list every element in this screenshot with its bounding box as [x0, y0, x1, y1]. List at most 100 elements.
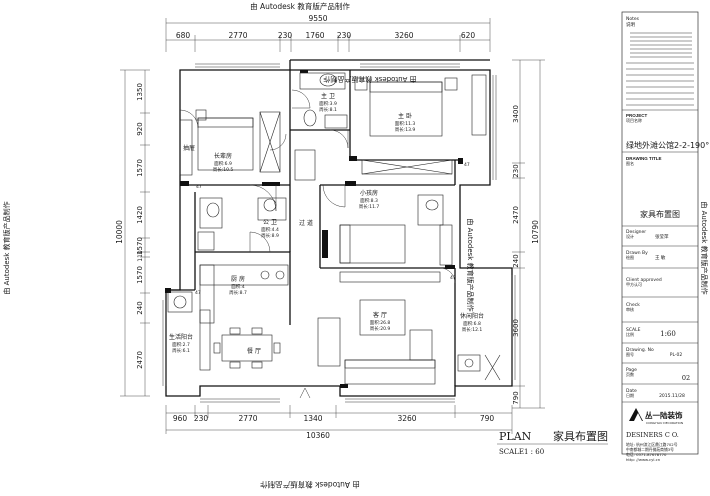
dim-right-0: 3400 [512, 105, 520, 123]
top-dimensions: 9550 680 2770 230 1760 230 3260 620 [165, 14, 491, 52]
dim-top-1: 2770 [228, 31, 247, 40]
dim-right-total: 10790 [531, 220, 540, 244]
room-public-bath-name: 公 卫 [263, 219, 277, 226]
sink-icon [263, 198, 277, 212]
tb-project-name: 绿地外滩公馆2-2-190° [626, 140, 709, 150]
sofa-icon [344, 359, 436, 385]
watermark-plan-right: 由 Autodesk 教育版产品制作 [466, 218, 475, 311]
sink-icon [319, 73, 337, 87]
room-service-balcony-perim: 周长:6.1 [172, 347, 190, 354]
watermark-bottom: 由 Autodesk 教育版产品制作 [260, 480, 360, 490]
tb-designer: 张莹萍 [655, 233, 669, 240]
dim-left-6: 1570 [136, 266, 144, 284]
room-elder-area: 面积:6.9 [214, 160, 232, 167]
room-labels: 主 卫 面积:3.9 周长:8.1 主 卧 面积:11.3 周长:13.9 长辈… [169, 92, 484, 355]
plan-title-cn: 家具布置图 [553, 429, 608, 443]
room-master-bath-perim: 周长:8.1 [319, 106, 337, 113]
tb-notes-label: Notes [626, 16, 640, 22]
mark-47-b: 47 [464, 162, 470, 168]
title-block: Notes 说明 PROJECT 项目名称 绿地外滩公馆2-2-190° DRA… [621, 11, 709, 462]
room-elder-name: 长辈房 [214, 152, 232, 160]
room-living-name: 客 厅 [373, 311, 387, 319]
dim-top-0: 680 [176, 31, 191, 40]
room-kid-perim: 周长:11.7 [359, 203, 380, 210]
dim-top-5: 3260 [394, 31, 413, 40]
dim-left-total: 10000 [115, 220, 124, 244]
room-elder-perim: 周长:10.5 [213, 166, 234, 173]
tb-page-label: Page [626, 367, 637, 373]
tb-designer-label: Designer [626, 229, 646, 235]
room-service-balcony-name: 生活阳台 [169, 333, 193, 341]
room-master-bath-name: 主 卫 [321, 92, 335, 100]
tb-project-label: PROJECT [626, 113, 648, 118]
dim-right-1: 230 [512, 164, 520, 177]
watermark-top: 由 Autodesk 教育版产品制作 [250, 1, 350, 11]
mark-47-a: 47 [196, 184, 202, 190]
room-kitchen-area: 面积:4 [231, 283, 245, 290]
toilet-icon [303, 109, 317, 127]
dim-right-4: 3600 [512, 319, 520, 337]
dim-right-2: 2470 [512, 206, 520, 224]
room-leisure-balcony-area: 面积:6.8 [463, 320, 481, 327]
left-dimensions: 10000 1350 920 1570 1420 1570 110 1570 2… [115, 69, 150, 397]
dim-right-3: 240 [512, 254, 520, 267]
dim-left-1: 920 [136, 122, 144, 135]
room-living-perim: 周长:20.9 [370, 325, 391, 332]
tb-project-cn: 项目名称 [626, 117, 642, 123]
dim-bottom-2: 2770 [238, 414, 257, 423]
tb-check-label: Check [626, 302, 640, 308]
room-public-bath-perim: 周长:8.9 [261, 232, 279, 239]
tb-notes-lines [626, 32, 694, 106]
dim-bottom-3: 1340 [303, 414, 322, 423]
dim-left-5: 110 [137, 250, 144, 262]
tb-address-2: 电话: 0571-87678770 [626, 452, 667, 457]
tb-scale: 1:60 [660, 330, 676, 338]
doors [179, 89, 456, 399]
dim-top-total: 9550 [308, 14, 327, 23]
tb-company-cn: 丛一陆装饰 [645, 410, 683, 420]
mark-47-c: 47 [450, 275, 456, 281]
room-master-bath-area: 面积:3.9 [319, 100, 337, 107]
tb-company-en: CONGYILIU DECORATION [646, 421, 683, 425]
tb-notes-cn: 说明 [626, 21, 635, 28]
room-kid-name: 小孩房 [360, 189, 378, 197]
room-public-bath-area: 面积:4.4 [261, 226, 279, 233]
room-leisure-balcony-name: 休闲阳台 [460, 312, 484, 320]
tb-drawing-title-cn: 图名 [626, 160, 634, 166]
dim-bottom-1: 230 [194, 414, 209, 423]
tb-page: 02 [682, 374, 690, 382]
room-master-bed-name: 主 卧 [398, 112, 412, 120]
watermark-left: 由 Autodesk 教育版产品制作 [2, 201, 11, 294]
right-dimensions: 3400 230 2470 240 3600 790 10790 [512, 59, 545, 409]
company-logo-icon [629, 408, 643, 421]
tb-page-cn: 页数 [626, 371, 634, 377]
tb-date-label: Date [626, 388, 637, 394]
tb-drawing-no-cn: 图号 [626, 351, 634, 357]
tb-scale-cn: 比例 [626, 331, 634, 337]
room-kitchen-name: 厨 房 [231, 275, 245, 283]
tb-address-1: 中南都城二期丹佛苑商铺3号 [626, 447, 674, 452]
dining-table-icon [221, 334, 273, 362]
tb-designer-cn: 设计 [626, 233, 634, 239]
solid-walls [165, 70, 463, 388]
bottom-dimensions: 960 230 2770 1340 3260 790 10360 [165, 405, 513, 440]
dim-top-6: 620 [461, 31, 476, 40]
toilet-icon [206, 202, 220, 218]
dim-bottom-4: 3260 [397, 414, 416, 423]
room-leisure-balcony-perim: 周长:12.1 [462, 326, 483, 333]
room-master-bed-area: 面积:11.3 [395, 120, 416, 127]
plan-title-en: PLAN [499, 430, 532, 443]
dim-right-5: 790 [512, 391, 520, 404]
dim-bottom-0: 960 [173, 414, 188, 423]
room-dining-name: 餐 厅 [247, 347, 261, 355]
tb-address-3: http: //www.cyl.cn [626, 457, 661, 462]
tb-drawn: 王 敏 [655, 254, 666, 261]
tb-address-0: 地址: 杭州滨江区鼎江路702号 [626, 442, 678, 447]
dim-left-4: 1570 [136, 237, 144, 255]
room-closet-name: 抽屉 [183, 144, 195, 152]
dim-left-3: 1420 [136, 206, 144, 224]
tb-check-cn: 审核 [626, 306, 634, 312]
tb-drawn-label: Drawn By [626, 250, 648, 256]
dim-left-2: 1570 [136, 159, 144, 177]
